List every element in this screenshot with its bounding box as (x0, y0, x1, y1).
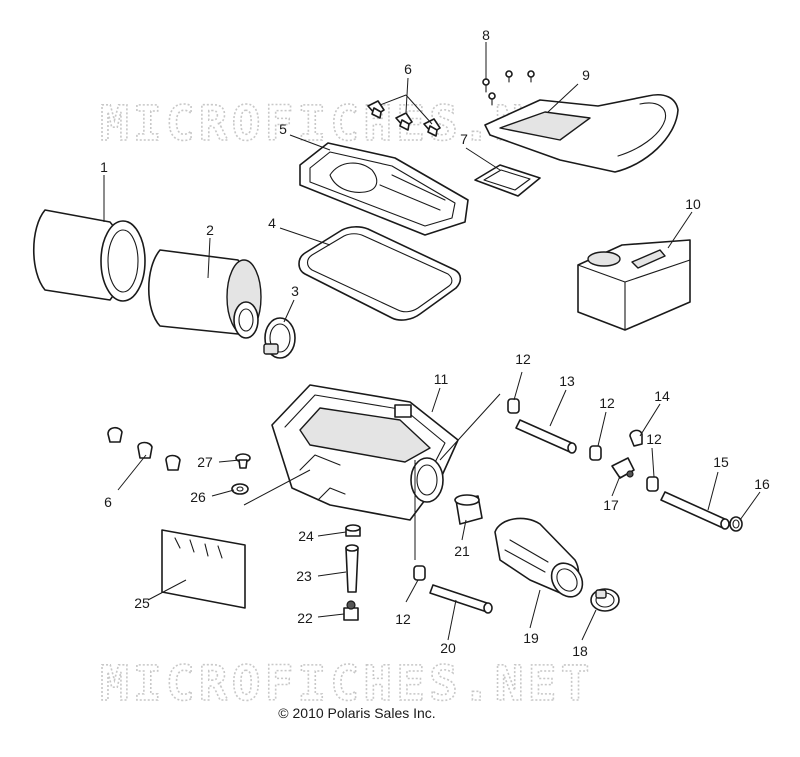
part-11-airbox-housing (271, 384, 459, 521)
part-2-air-filter (147, 249, 262, 339)
callout-16: 16 (754, 476, 770, 492)
part-7-flange-plate (474, 164, 541, 197)
callout-numbers: 1 2 3 4 5 6 7 8 9 10 11 12 13 12 14 12 1… (100, 27, 770, 659)
part-3-hose-clamp (263, 317, 296, 359)
part-25-panel (161, 529, 246, 609)
callout-20: 20 (440, 640, 456, 656)
callout-15: 15 (713, 454, 729, 470)
callout-6-top: 6 (404, 61, 412, 77)
part-4-gasket (298, 226, 462, 321)
part-22-drain-valve (343, 600, 359, 621)
part-16-ring-clip (729, 516, 743, 532)
callout-6-left: 6 (104, 494, 112, 510)
callout-10: 10 (685, 196, 701, 212)
callout-24: 24 (298, 528, 314, 544)
callout-1: 1 (100, 159, 108, 175)
callout-19: 19 (523, 630, 539, 646)
part-6-hose-clips-left (107, 426, 181, 471)
callout-11: 11 (434, 371, 449, 387)
callout-9: 9 (582, 67, 590, 83)
callout-12-c: 12 (646, 431, 662, 447)
watermark-bottom: MICROFICHES.NET (100, 656, 593, 712)
callout-23: 23 (296, 568, 312, 584)
callout-12-a: 12 (515, 351, 531, 367)
callout-8: 8 (482, 27, 490, 43)
callout-17: 17 (603, 497, 619, 513)
part-27-push-pin (235, 453, 251, 469)
part-20-tube (429, 584, 493, 614)
part-21-coupler-ring (454, 494, 483, 525)
part-13-tube (515, 419, 577, 454)
part-26-grommet (231, 483, 249, 495)
copyright-notice: © 2010 Polaris Sales Inc. (278, 705, 435, 721)
callout-14: 14 (654, 388, 670, 404)
callout-26: 26 (190, 489, 206, 505)
callout-2: 2 (206, 222, 214, 238)
part-17-check-valve (611, 457, 635, 479)
callout-27: 27 (197, 454, 213, 470)
part-10-foam-block (577, 239, 691, 331)
part-6-elbow-fittings-top (367, 100, 441, 137)
callout-18: 18 (572, 643, 588, 659)
part-12-small-couplers (413, 398, 659, 581)
part-18-hose-clamp (590, 588, 620, 612)
callout-3: 3 (291, 283, 299, 299)
part-19-intake-boot (494, 517, 584, 598)
callout-4: 4 (268, 215, 276, 231)
part-14-clip (629, 429, 643, 447)
part-15-tube (660, 491, 730, 530)
callout-22: 22 (297, 610, 313, 626)
callout-12-b: 12 (599, 395, 615, 411)
callout-21: 21 (454, 543, 470, 559)
callout-13: 13 (559, 373, 575, 389)
callout-7: 7 (460, 131, 468, 147)
leader-lines (103, 42, 761, 641)
part-23-drain-tube (345, 544, 359, 593)
part-8-screws (482, 70, 535, 106)
callout-25: 25 (134, 595, 150, 611)
callout-12-d: 12 (395, 611, 411, 627)
callout-5: 5 (279, 121, 287, 137)
part-5-airbox-lid (299, 142, 469, 236)
part-24-drain-cap (345, 524, 361, 537)
part-1-prefilter-sleeve (32, 209, 146, 302)
part-9-intake-duct (484, 94, 679, 173)
